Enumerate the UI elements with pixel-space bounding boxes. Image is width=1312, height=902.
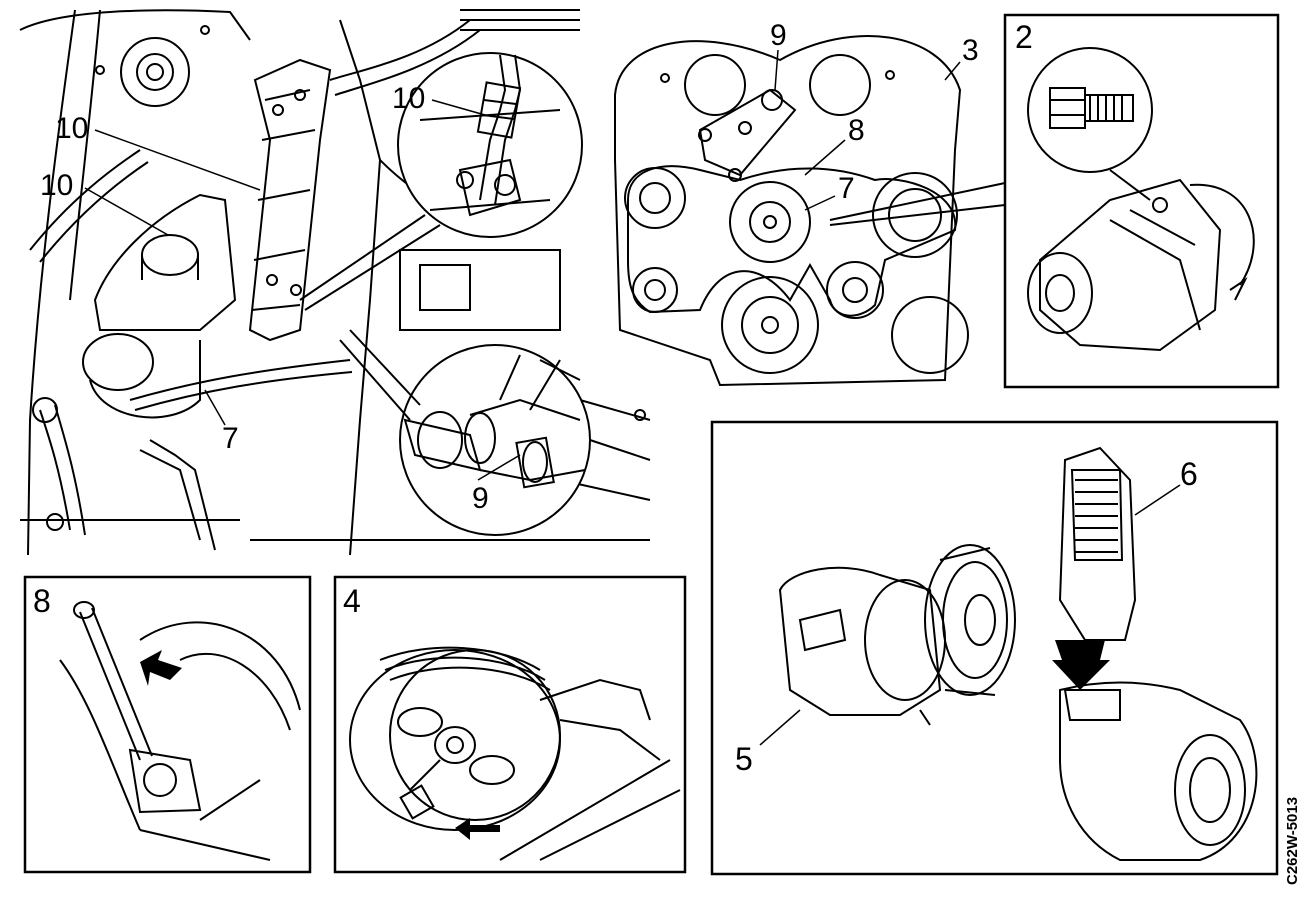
arrow-icon [140, 650, 182, 686]
panel-4-number: 4 [343, 583, 361, 619]
callout-5: 5 [735, 741, 753, 777]
engine-bay-view [19, 9, 651, 556]
panel-2-number: 2 [1015, 19, 1033, 55]
callout-8-belt: 8 [848, 114, 865, 147]
callout-3: 3 [962, 34, 979, 67]
callout-10-detail: 10 [392, 82, 425, 115]
panel-5-6: 5 6 [710, 420, 1279, 876]
panel-8-number: 8 [33, 583, 51, 619]
panel-8: 8 [23, 575, 312, 874]
belt-drive-view [614, 35, 1006, 387]
callouts-main [84, 99, 521, 481]
arrow-icon [455, 818, 500, 840]
callout-9-belt: 9 [770, 19, 787, 52]
callout-9-detail: 9 [472, 482, 489, 515]
callouts-belt [774, 49, 961, 211]
callout-10-upper: 10 [55, 112, 88, 145]
panel-4: 4 [333, 575, 687, 874]
figure-code: C262W-5013 [1284, 797, 1301, 885]
arrow-icon [1052, 640, 1110, 690]
detail-circle-coupling [339, 329, 591, 536]
detail-circle-hose [299, 52, 583, 311]
callout-7-hose: 7 [222, 422, 239, 455]
callout-7-belt: 7 [838, 172, 855, 205]
callout-6: 6 [1180, 456, 1198, 492]
panel-2: 2 [1003, 13, 1280, 389]
callout-10-lower: 10 [40, 169, 73, 202]
